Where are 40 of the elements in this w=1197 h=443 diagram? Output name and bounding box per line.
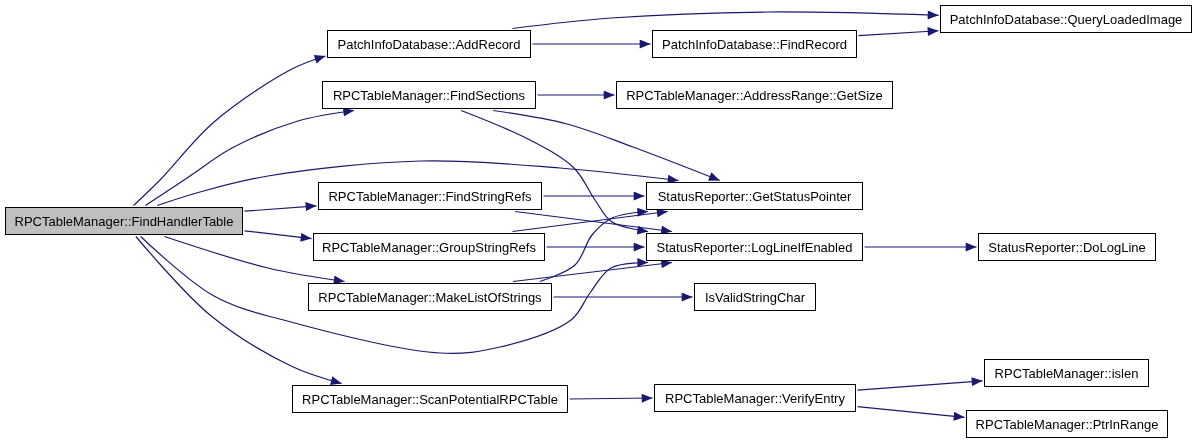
function-box: StatusReporter::GetStatusPointer xyxy=(646,182,863,210)
call-arrow xyxy=(132,54,327,207)
call-arrow xyxy=(856,406,966,421)
function-box: RPCTableManager::PtrInRange xyxy=(966,410,1168,438)
call-arrow xyxy=(536,90,616,100)
call-arrow xyxy=(542,191,646,201)
call-arrow xyxy=(156,160,680,207)
function-box: IsValidStringChar xyxy=(694,283,816,311)
call-arrow xyxy=(856,377,984,391)
call-arrow xyxy=(243,202,318,212)
call-arrow xyxy=(460,109,649,235)
function-box: RPCTableManager::GroupStringRefs xyxy=(313,233,545,261)
call-arrow xyxy=(568,393,654,403)
call-arrow xyxy=(135,235,343,385)
call-arrow xyxy=(140,235,649,354)
function-box: RPCTableManager::VerifyEntry xyxy=(654,384,856,412)
call-arrow xyxy=(531,39,652,49)
function-box: PatchInfoDatabase::QueryLoadedImage xyxy=(940,5,1192,33)
call-arrow xyxy=(857,26,940,37)
function-box: RPCTableManager::islen xyxy=(984,359,1149,387)
call-arrow xyxy=(863,242,978,252)
function-box: RPCTableManager::AddressRange::GetSize xyxy=(616,81,893,109)
call-arrow xyxy=(512,10,940,30)
call-arrow xyxy=(163,235,346,285)
function-box: RPCTableManager::FindSections xyxy=(322,81,536,109)
function-box: PatchInfoDatabase::FindRecord xyxy=(652,30,857,58)
function-box: RPCTableManager::FindStringRefs xyxy=(318,182,542,210)
call-arrow xyxy=(144,107,355,207)
function-box: PatchInfoDatabase::AddRecord xyxy=(327,30,531,58)
call-arrow xyxy=(492,109,721,182)
highlighted-function-box: RPCTableManager::FindHandlerTable xyxy=(5,207,243,235)
call-arrow xyxy=(545,242,646,252)
function-box: StatusReporter::DoLogLine xyxy=(978,233,1156,261)
function-box: StatusReporter::LogLineIfEnabled xyxy=(646,233,863,261)
call-arrow xyxy=(512,259,673,283)
call-arrow xyxy=(539,207,649,283)
function-box: RPCTableManager::ScanPotentialRPCTable xyxy=(292,385,568,413)
call-arrow xyxy=(243,230,313,242)
function-box: RPCTableManager::MakeListOfStrings xyxy=(308,283,552,311)
call-arrow xyxy=(552,292,694,302)
